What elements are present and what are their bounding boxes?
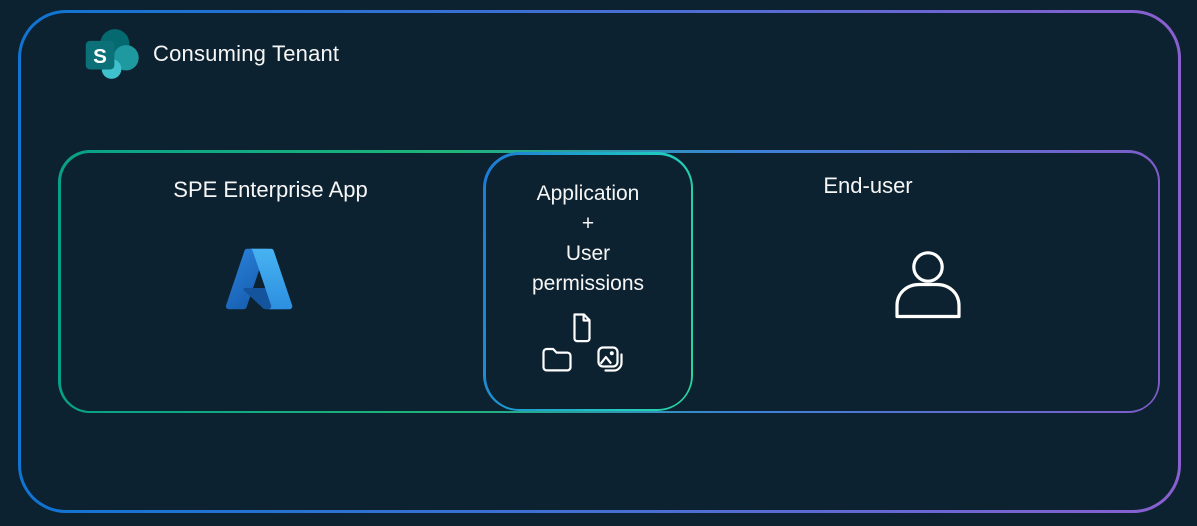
permissions-label: Application + User permissions [483,179,693,299]
permissions-box-fill [485,154,691,409]
folder-icon [542,347,572,372]
tenant-header: S Consuming Tenant [82,26,339,82]
azure-icon [225,248,293,310]
sharepoint-icon: S [85,29,139,79]
perm-line-permissions: permissions [531,272,645,295]
person-icon [895,251,961,319]
perm-line-application: Application [536,182,640,205]
end-user-label: End-user [823,173,913,198]
spe-enterprise-app-label: SPE Enterprise App [173,177,368,202]
perm-line-plus: + [581,212,595,235]
permissions-box [483,152,693,411]
document-icon [573,313,591,343]
consuming-tenant-label: Consuming Tenant [153,41,340,66]
image-icon [597,346,623,372]
perm-line-user: User [565,242,611,265]
sharepoint-letter: S [93,45,107,68]
